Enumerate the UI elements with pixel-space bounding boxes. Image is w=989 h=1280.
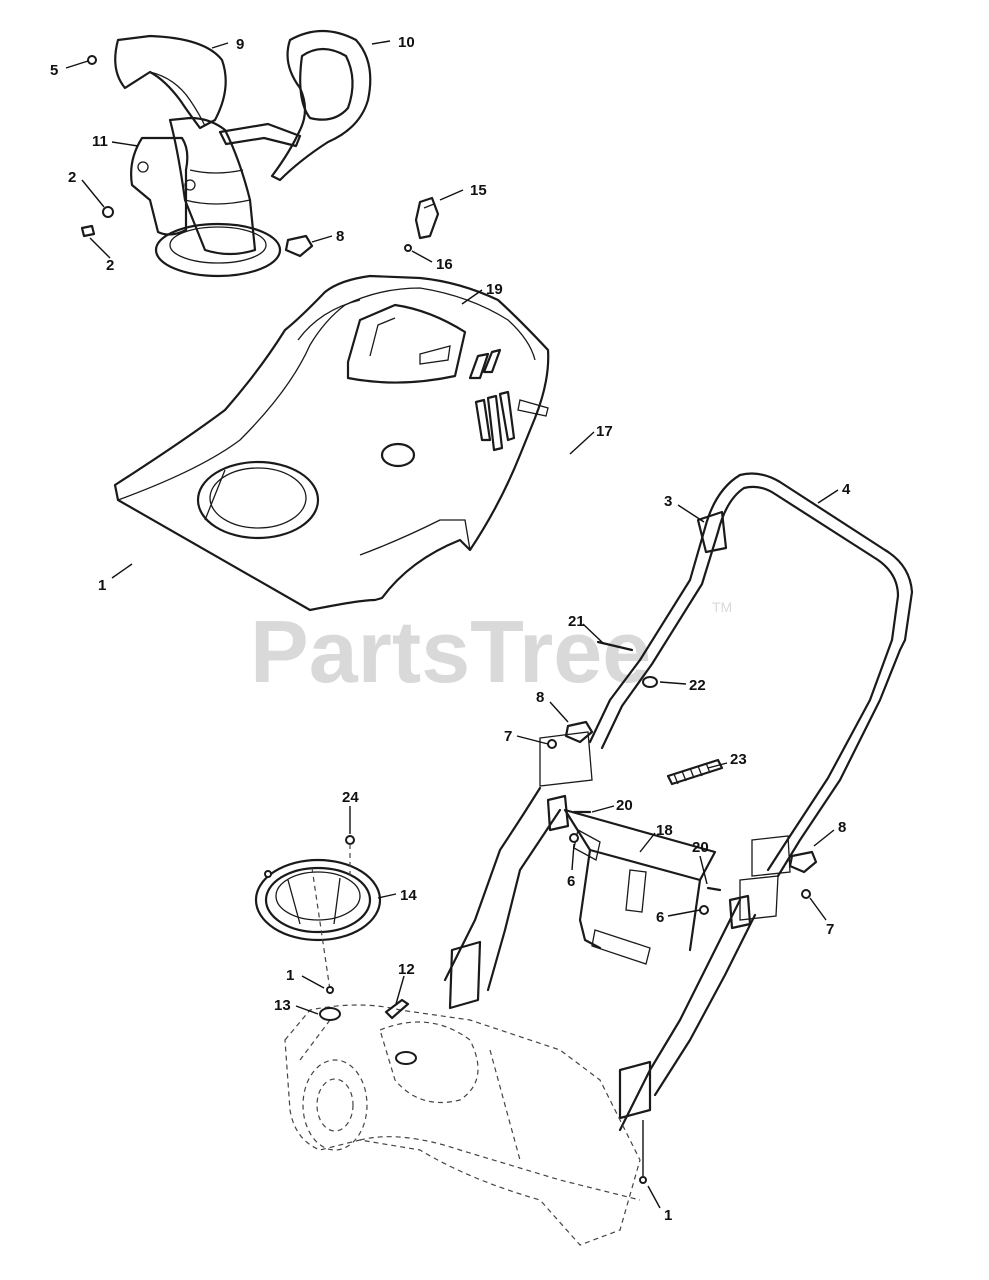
callout-22: 22 xyxy=(689,677,706,694)
callout-8c: 8 xyxy=(838,819,846,836)
watermark: PartsTree TM xyxy=(250,599,732,701)
callout-13: 13 xyxy=(274,997,291,1014)
callout-1b: 1 xyxy=(286,967,294,984)
watermark-text: PartsTree xyxy=(250,602,651,701)
callout-1c: 1 xyxy=(664,1207,672,1224)
callout-16: 16 xyxy=(436,256,453,273)
callout-5: 5 xyxy=(50,62,58,79)
callout-6b: 6 xyxy=(656,909,664,926)
callout-24: 24 xyxy=(342,789,359,806)
watermark-trademark: TM xyxy=(712,599,732,615)
callout-19: 19 xyxy=(486,281,503,298)
callout-12: 12 xyxy=(398,961,415,978)
callout-8a: 8 xyxy=(336,228,344,245)
callout-20b: 20 xyxy=(692,839,709,856)
callout-2b: 2 xyxy=(106,257,114,274)
callout-3: 3 xyxy=(664,493,672,510)
callout-2a: 2 xyxy=(68,169,76,186)
callout-11: 11 xyxy=(92,133,108,150)
callout-7b: 7 xyxy=(826,921,834,938)
lower-deck xyxy=(284,986,647,1246)
handle-assembly xyxy=(443,472,914,1132)
callout-20a: 20 xyxy=(616,797,633,814)
callout-23: 23 xyxy=(730,751,747,768)
callout-9: 9 xyxy=(236,36,244,53)
leader-lines xyxy=(65,40,839,1209)
callout-17: 17 xyxy=(596,423,613,440)
shroud-housing xyxy=(113,274,550,612)
callout-14: 14 xyxy=(400,887,417,904)
callout-18: 18 xyxy=(656,822,673,839)
callout-21: 21 xyxy=(568,613,585,630)
auger-ring xyxy=(254,835,382,991)
callout-6a: 6 xyxy=(567,873,575,890)
callout-4: 4 xyxy=(842,481,851,498)
callout-8b: 8 xyxy=(536,689,544,706)
callout-10: 10 xyxy=(398,34,415,51)
callout-15: 15 xyxy=(470,182,487,199)
callout-7a: 7 xyxy=(504,728,512,745)
callout-1a: 1 xyxy=(98,577,106,594)
chute-assembly xyxy=(80,30,440,278)
callout-labels: 9 10 5 11 2 2 15 8 16 19 17 1 3 4 21 22 … xyxy=(50,34,851,1224)
